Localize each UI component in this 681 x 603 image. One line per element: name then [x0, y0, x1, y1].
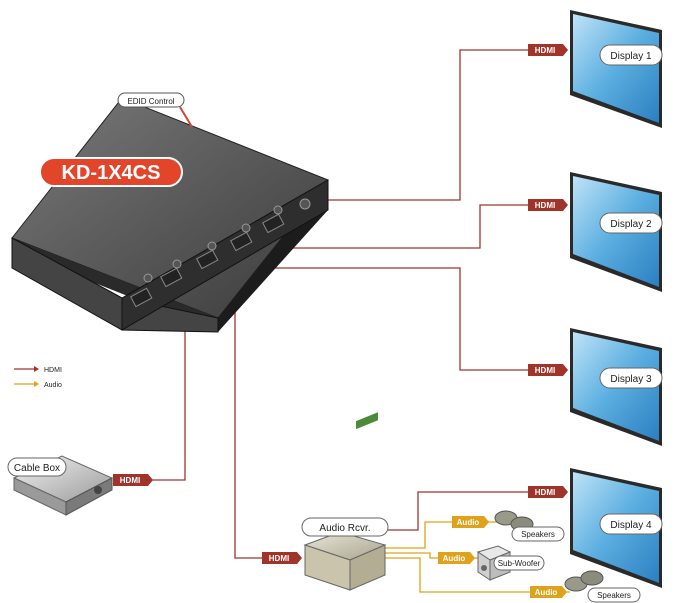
hdmi-tag-label: HDMI — [535, 46, 555, 55]
hdmi-tag-cable-box: HDMI — [113, 474, 153, 486]
cable-box-device: Cable Box — [7, 455, 114, 516]
display-3-label: Display 3 — [610, 374, 652, 385]
audio-receiver-device: Audio Rcvr. — [301, 412, 389, 591]
hdmi-tag-label: HDMI — [120, 476, 140, 485]
speakers-right: Speakers — [564, 570, 641, 603]
hdmi-ports — [130, 213, 285, 308]
hdmi-tag-receiver: HDMI — [262, 552, 302, 564]
audio-receiver-label: Audio Rcvr. — [319, 523, 370, 534]
legend-audio: Audio — [44, 382, 62, 389]
subwoofer: Sub-Woofer — [476, 545, 545, 581]
model-name: KD-1X4CS — [62, 162, 161, 184]
audio-tag-speakers-left: Audio — [452, 516, 489, 528]
legend: HDMI Audio — [14, 366, 62, 389]
switch-device — [11, 97, 329, 333]
audio-tags: Audio Audio Audio — [438, 516, 567, 598]
edid-control-callout: EDID Control — [117, 92, 193, 128]
hdmi-tag-display-3: HDMI — [528, 364, 568, 376]
hdmi-tag-label: HDMI — [535, 366, 555, 375]
hdmi-tag-display-4: HDMI — [528, 486, 568, 498]
speakers-left: Speakers — [494, 510, 565, 542]
hdmi-tag-label: HDMI — [535, 488, 555, 497]
display-2: Display 2 — [570, 172, 663, 292]
display-2-label: Display 2 — [610, 219, 652, 230]
legend-hdmi: HDMI — [44, 367, 62, 374]
speakers-right-label: Speakers — [597, 591, 631, 600]
cable-to-display-3 — [255, 267, 530, 371]
hdmi-tags: HDMI HDMI HDMI HDMI HDMI HDMI — [113, 44, 568, 564]
speakers-left-label: Speakers — [521, 530, 555, 539]
display-4: Display 4 — [570, 468, 663, 588]
audio-tag-speakers-right: Audio — [530, 586, 567, 598]
cable-to-display-2 — [245, 204, 530, 249]
audio-tag-label: Audio — [535, 588, 558, 597]
model-badge: KD-1X4CS — [39, 157, 183, 187]
cable-box-label: Cable Box — [14, 463, 60, 474]
audio-tag-label: Audio — [443, 554, 466, 563]
display-1: Display 1 — [570, 10, 663, 128]
display-3: Display 3 — [570, 328, 663, 446]
hdmi-cables — [150, 49, 530, 559]
hdmi-tag-display-1: HDMI — [528, 44, 568, 56]
audio-tag-label: Audio — [457, 518, 480, 527]
cable-to-display-1 — [230, 49, 530, 201]
audio-tag-subwoofer: Audio — [438, 552, 475, 564]
edid-control-label: EDID Control — [127, 97, 174, 106]
cable-to-receiver — [234, 285, 265, 559]
cable-receiver-to-display-4 — [388, 491, 530, 531]
hdmi-tag-display-2: HDMI — [528, 199, 568, 211]
hdmi-tag-label: HDMI — [535, 201, 555, 210]
display-4-label: Display 4 — [610, 520, 652, 531]
subwoofer-label: Sub-Woofer — [498, 559, 541, 568]
cable-cablebox-to-switch — [150, 310, 186, 481]
display-1-label: Display 1 — [610, 51, 652, 62]
hdmi-tag-label: HDMI — [269, 554, 289, 563]
